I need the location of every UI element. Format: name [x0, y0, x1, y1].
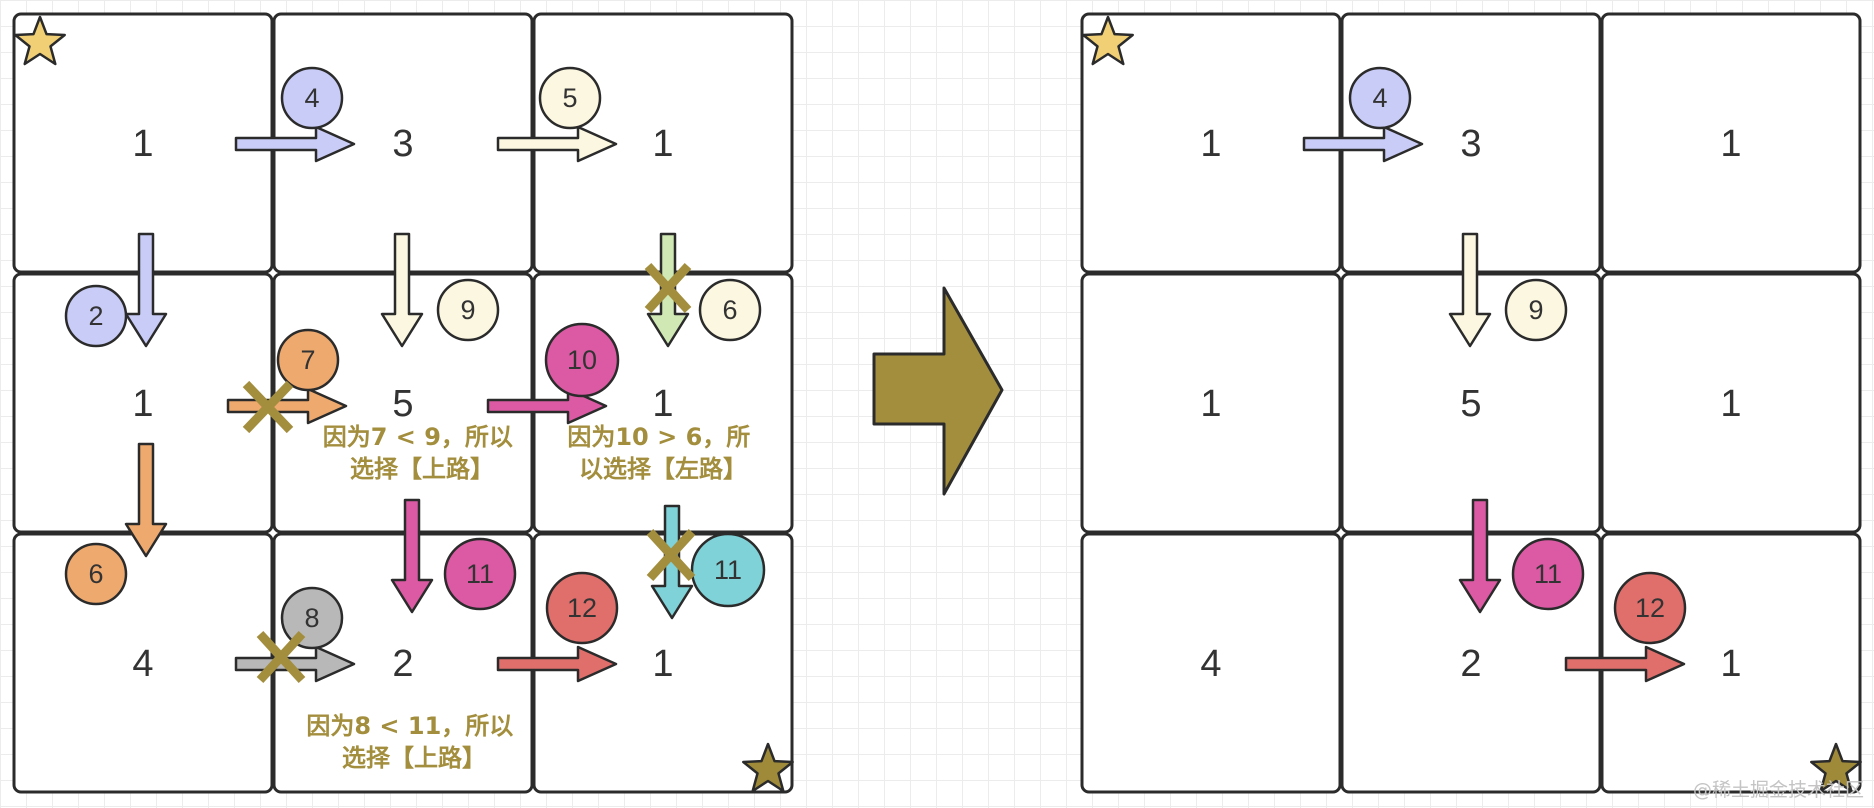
badge-label: 4 [1372, 83, 1387, 113]
badge-label: 12 [567, 593, 597, 623]
badge-4: 4 [1348, 66, 1412, 130]
end-star-icon [742, 742, 794, 793]
grid-cell [1080, 272, 1342, 534]
note-line: 选择【上路】 [342, 744, 486, 772]
badge-7: 7 [276, 328, 340, 392]
badge-12: 12 [1613, 571, 1687, 645]
grid-cell [1600, 272, 1862, 534]
cell-value: 5 [1460, 383, 1481, 425]
cell-value: 5 [392, 383, 413, 425]
cell-value: 2 [1460, 643, 1481, 685]
start-star-icon [14, 15, 66, 66]
watermark: @稀土掘金技术社区 [1693, 779, 1864, 801]
badge-label: 7 [300, 345, 315, 375]
badge-2: 2 [64, 284, 128, 348]
badge-label: 11 [714, 555, 742, 585]
badge-label: 5 [562, 83, 577, 113]
badge-label: 9 [460, 295, 475, 325]
badge-circle [698, 278, 762, 342]
cell-value: 4 [1200, 643, 1221, 685]
grid-cell [1600, 12, 1862, 274]
badge-circle [1511, 537, 1585, 611]
note-line: 因为8 < 11，所以 [306, 712, 513, 740]
badge-label: 6 [722, 295, 737, 325]
cell-value: 1 [652, 643, 673, 685]
badge-circle [545, 571, 619, 645]
badge-circle [443, 537, 517, 611]
cell-value: 2 [392, 643, 413, 685]
badge-label: 12 [1635, 593, 1665, 623]
cell-value: 1 [1720, 383, 1741, 425]
badge-circle [276, 328, 340, 392]
badge-label: 11 [466, 559, 494, 589]
note-line: 因为7 < 9，所以 [323, 423, 513, 451]
badge-label: 6 [88, 559, 103, 589]
cell-value: 1 [1720, 123, 1741, 165]
note-line: 以选择【左路】 [579, 455, 747, 483]
badge-circle [1504, 278, 1568, 342]
badge-label: 4 [304, 83, 319, 113]
cell-value: 1 [1200, 123, 1221, 165]
badge-6-bottom: 6 [64, 542, 128, 606]
badge-11-left: 11 [443, 537, 517, 611]
badge-10: 10 [544, 322, 620, 398]
note-7-vs-9: 因为7 < 9，所以 选择【上路】 [323, 423, 522, 483]
badge-circle [538, 66, 602, 130]
badge-label: 2 [88, 301, 103, 331]
note-8-vs-11: 因为8 < 11，所以 选择【上路】 [306, 712, 521, 772]
cell-value: 1 [132, 383, 153, 425]
badge-label: 10 [567, 345, 597, 375]
badge-5: 5 [538, 66, 602, 130]
cell-value: 4 [132, 643, 153, 685]
cross-mark [242, 380, 294, 434]
badge-label: 9 [1528, 295, 1543, 325]
badge-circle [64, 542, 128, 606]
cell-value: 1 [652, 123, 673, 165]
badge-circle [1348, 66, 1412, 130]
cell-value: 1 [132, 123, 153, 165]
cell-value: 1 [652, 383, 673, 425]
note-line: 因为10 > 6，所 [567, 423, 750, 451]
cross-mark [646, 528, 696, 582]
end-star-icon [1810, 742, 1862, 793]
start-star-icon [1082, 15, 1134, 66]
cell-value: 3 [1460, 123, 1481, 165]
grid-cell [1080, 532, 1342, 794]
note-line: 选择【上路】 [350, 455, 494, 483]
cross-mark [256, 630, 306, 684]
badge-circle [280, 66, 344, 130]
cross-marks [242, 262, 696, 684]
cell-value: 1 [1720, 643, 1741, 685]
badge-9: 9 [1504, 278, 1568, 342]
badge-circle [436, 278, 500, 342]
cell-value: 3 [392, 123, 413, 165]
badge-12: 12 [545, 571, 619, 645]
badge-6-top: 6 [698, 278, 762, 342]
badge-9: 9 [436, 278, 500, 342]
badge-label: 11 [1534, 559, 1562, 589]
badge-label: 8 [304, 603, 319, 633]
note-10-vs-6: 因为10 > 6，所 以选择【左路】 [567, 423, 758, 483]
cross-mark [644, 262, 692, 314]
badge-circle [690, 532, 766, 608]
badge-11: 11 [1511, 537, 1585, 611]
cell-value: 1 [1200, 383, 1221, 425]
badge-11-right: 11 [690, 532, 766, 608]
badge-circle [544, 322, 620, 398]
badge-circle [1613, 571, 1687, 645]
transition-arrow-icon [872, 286, 1004, 496]
badge-8: 8 [280, 586, 344, 650]
badge-circle [64, 284, 128, 348]
badge-4: 4 [280, 66, 344, 130]
